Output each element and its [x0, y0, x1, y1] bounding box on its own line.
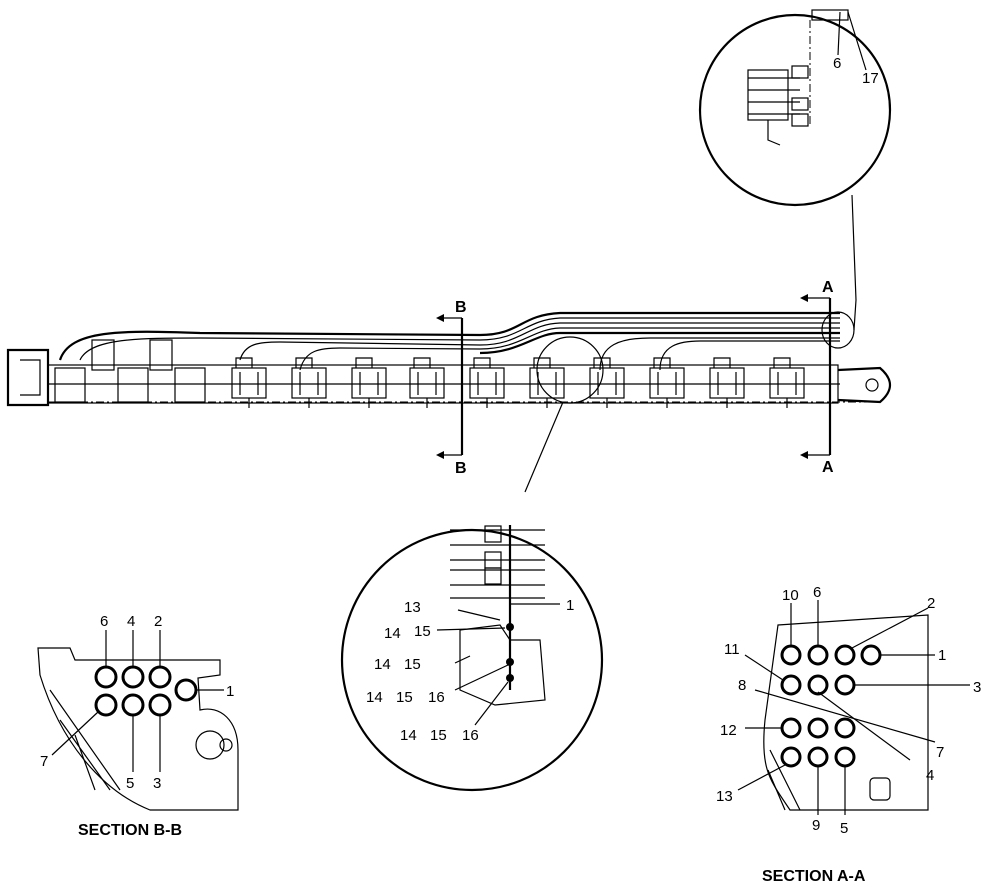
- label-8: 8: [738, 677, 746, 694]
- label-15: 15: [414, 623, 431, 640]
- main-beam-assembly: [6, 311, 892, 408]
- section-aa-housing: [763, 614, 929, 811]
- label-6: 6: [813, 584, 821, 601]
- section-aa-port-1: [860, 644, 882, 666]
- section-b-cutline: B B: [436, 299, 467, 477]
- label-13: 13: [716, 788, 733, 805]
- section-bb-caption: SECTION B-B: [78, 822, 182, 839]
- row-unit: [351, 357, 387, 408]
- section-b-bottom-letter: B: [455, 460, 467, 477]
- section-a-top-letter: A: [822, 279, 834, 296]
- label-14: 14: [384, 625, 401, 642]
- row-unit: [709, 357, 745, 408]
- row-units: [231, 357, 805, 408]
- section-bb-port-5: [121, 693, 145, 717]
- label-9: 9: [812, 817, 820, 834]
- section-aa-port-6: [807, 644, 829, 666]
- row-unit: [231, 357, 267, 408]
- row-unit: [409, 357, 445, 408]
- section-aa-port-9: [807, 746, 829, 768]
- right-hitch: [837, 366, 892, 404]
- top-detail: 6 17: [698, 9, 892, 349]
- section-bb-port-4: [121, 665, 145, 689]
- section-aa-port-4: [834, 717, 856, 739]
- section-aa-port-12: [780, 717, 802, 739]
- label-14: 14: [374, 656, 391, 673]
- row-unit: [769, 357, 805, 408]
- section-bb-port-3: [148, 693, 172, 717]
- label-4: 4: [127, 613, 135, 630]
- label-13: 13: [404, 599, 421, 616]
- label-14: 14: [400, 727, 417, 744]
- section-bb-housing: [37, 647, 239, 811]
- section-aa-port-3: [834, 674, 856, 696]
- label-15: 15: [404, 656, 421, 673]
- section-aa-view: 10 6 2 1 11 3 8 7 12 4 13 9 5 SECTION A-…: [716, 584, 981, 885]
- label-4: 4: [926, 767, 934, 784]
- row-unit: [469, 357, 505, 408]
- hitch-pin-hole: [865, 378, 879, 392]
- label-15: 15: [430, 727, 447, 744]
- label-1: 1: [226, 683, 234, 700]
- label-14: 14: [366, 689, 383, 706]
- label-1: 1: [566, 597, 574, 614]
- section-aa-caption: SECTION A-A: [762, 868, 866, 885]
- label-11: 11: [724, 641, 740, 658]
- label-3: 3: [973, 679, 981, 696]
- section-bb-port-1: [174, 678, 198, 702]
- label-5: 5: [126, 775, 134, 792]
- section-aa-port-2: [834, 644, 856, 666]
- label-6: 6: [833, 55, 841, 72]
- label-7: 7: [936, 744, 944, 761]
- section-bb-port-6: [94, 665, 118, 689]
- label-1: 1: [938, 647, 946, 664]
- top-detail-circle: [698, 13, 892, 207]
- hose-bundle: [58, 311, 840, 371]
- label-2: 2: [154, 613, 162, 630]
- center-detail-source-ring: [536, 336, 604, 404]
- label-12: 12: [720, 722, 737, 739]
- label-17: 17: [862, 70, 879, 87]
- label-16: 16: [462, 727, 479, 744]
- section-bb-port-2: [148, 665, 172, 689]
- label-7: 7: [40, 753, 48, 770]
- section-aa-port-10: [780, 644, 802, 666]
- label-10: 10: [782, 587, 799, 604]
- section-aa-port-13: [780, 746, 802, 768]
- center-detail: 13 1 14 15 14 15 14 15 16 14 15 16: [340, 336, 604, 792]
- section-aa-port-11: [780, 674, 802, 696]
- left-frames: [54, 339, 206, 403]
- section-aa-port-5: [834, 746, 856, 768]
- section-bb-port-7: [94, 693, 118, 717]
- section-a-cutline: A A: [800, 279, 834, 476]
- label-3: 3: [153, 775, 161, 792]
- label-5: 5: [840, 820, 848, 837]
- label-6: 6: [100, 613, 108, 630]
- label-2: 2: [927, 595, 935, 612]
- row-unit: [291, 357, 327, 408]
- section-bb-view: 6 4 2 1 7 5 3 SECTION B-B: [37, 613, 239, 839]
- label-16: 16: [428, 689, 445, 706]
- section-aa-port-7: [807, 717, 829, 739]
- left-end-bracket: [6, 348, 50, 407]
- center-detail-leader: [524, 401, 564, 493]
- label-15: 15: [396, 689, 413, 706]
- section-b-top-letter: B: [455, 299, 467, 316]
- top-detail-leader: [851, 194, 857, 331]
- section-a-bottom-letter: A: [822, 459, 834, 476]
- section-aa-port-8: [807, 674, 829, 696]
